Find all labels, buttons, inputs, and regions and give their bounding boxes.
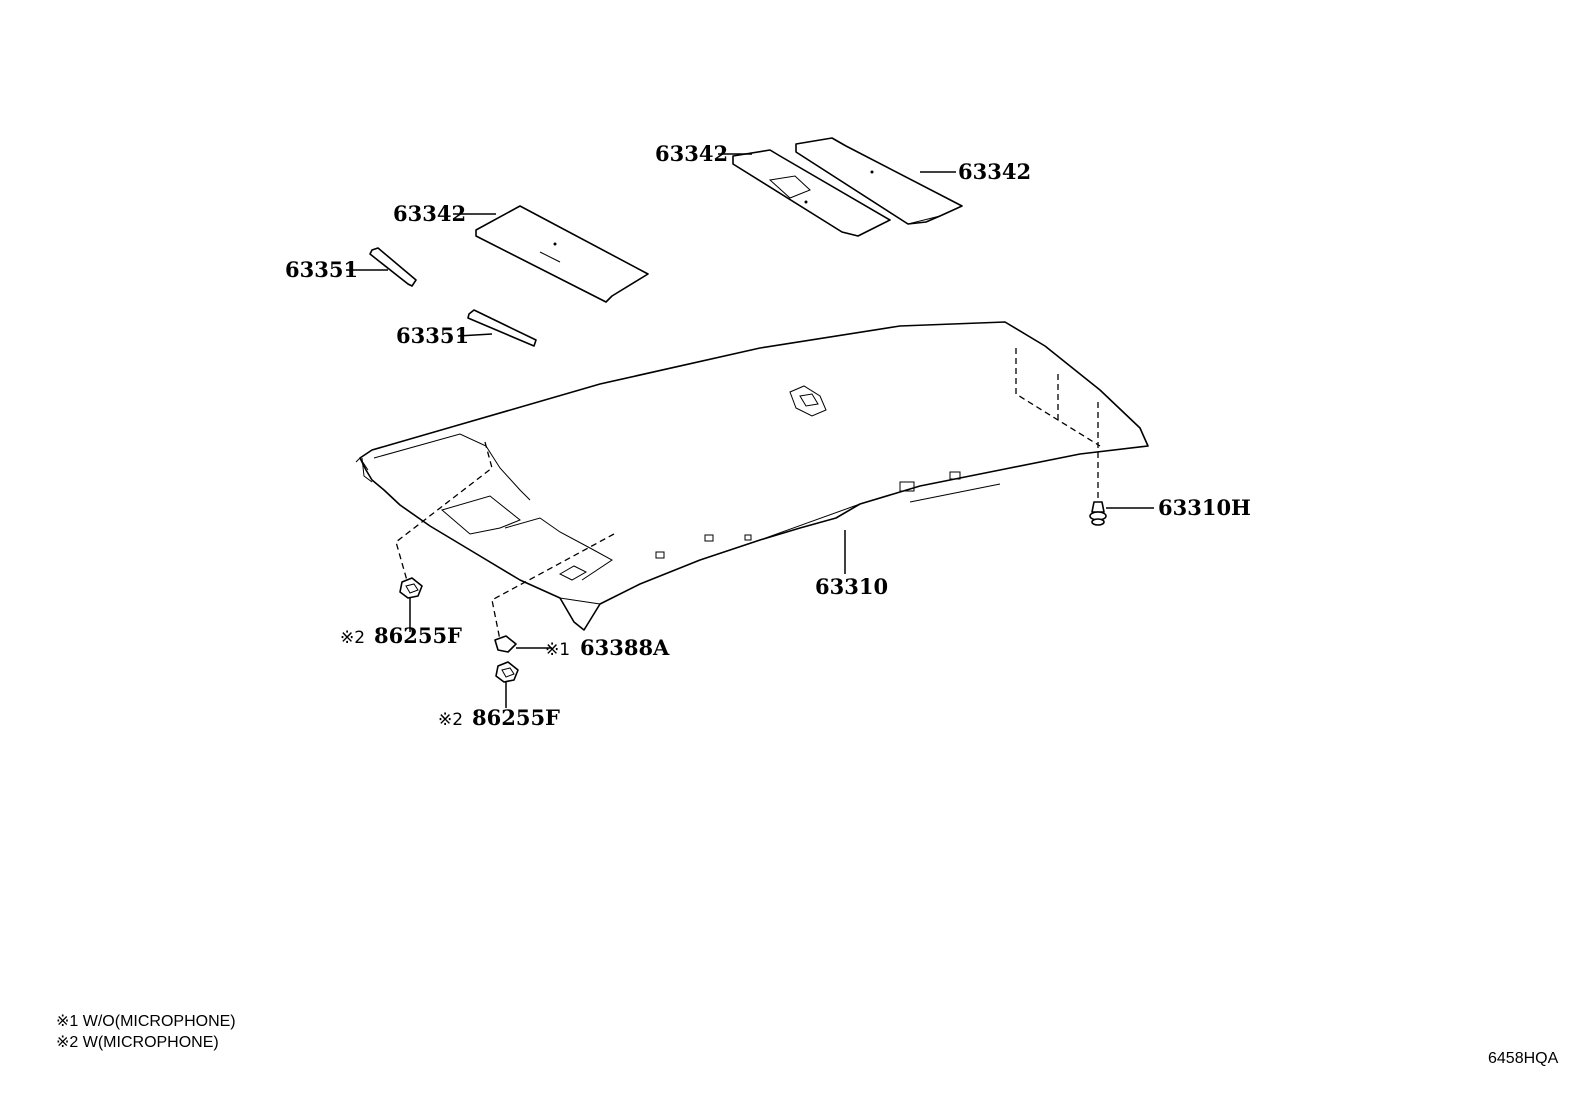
clip-lower (495, 661, 519, 708)
legend: ※1 W/O(MICROPHONE) ※2 W(MICROPHONE) (56, 1011, 236, 1053)
screw (1089, 501, 1154, 526)
label-strip-upper: 63351 (285, 257, 358, 282)
label-pad-left: 63342 (393, 201, 466, 226)
pad-top-right (795, 137, 963, 225)
clip-left (399, 577, 423, 632)
pad-left (475, 205, 649, 303)
label-clip-microphone: 63388A (580, 635, 670, 660)
clip-microphone (494, 635, 552, 653)
legend-note-2: ※2 W(MICROPHONE) (56, 1034, 219, 1051)
legend-note-1: ※1 W/O(MICROPHONE) (56, 1013, 236, 1030)
strip-lower (467, 309, 537, 347)
install-line-left (395, 441, 493, 585)
label-headliner: 63310 (815, 574, 888, 599)
note-mark-clip-left: ※2 (340, 628, 365, 648)
note-mark-clip-lower: ※2 (438, 710, 463, 730)
label-clip-left: 86255F (374, 623, 462, 648)
install-line-right-1 (1015, 348, 1101, 447)
label-clip-lower: 86255F (472, 705, 560, 730)
label-strip-lower: 63351 (396, 323, 469, 348)
leader-strip-lower (457, 333, 493, 337)
diagram-code: 6458HQA (1488, 1050, 1559, 1067)
note-mark-clip-microphone: ※1 (545, 640, 570, 660)
label-screw: 63310H (1158, 495, 1251, 520)
install-line-lower (491, 533, 615, 641)
label-pad-top-right: 63342 (958, 159, 1031, 184)
headliner-panel (355, 321, 1149, 631)
pad-top-left (732, 149, 891, 237)
strip-upper (369, 247, 417, 287)
label-pad-top-left: 63342 (655, 141, 728, 166)
